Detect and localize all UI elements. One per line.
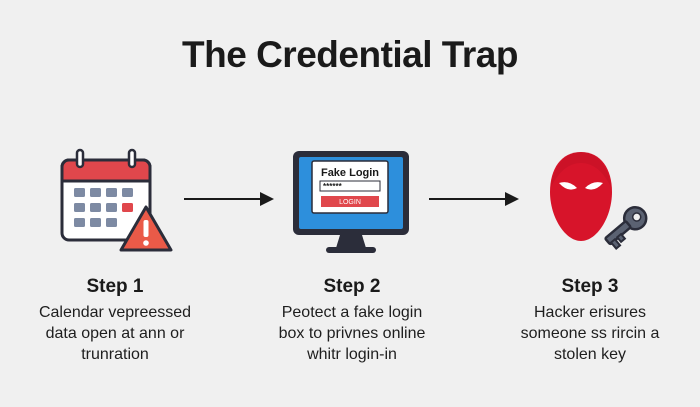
step-description: Hacker erisures someone ss rircin a stol… (490, 302, 690, 365)
step-3: Step 3 Hacker erisures someone ss rircin… (490, 276, 690, 365)
step-description: Calendar vepreessed data open at ann or … (15, 302, 215, 365)
step-description-line: Calendar vepreessed (38, 304, 192, 321)
arrow-right-icon (429, 192, 519, 206)
step-description-line: trunration (81, 346, 149, 363)
step-title: Step 3 (561, 276, 619, 297)
step-description-line: stolen key (553, 346, 627, 363)
login-title: Fake Login (321, 167, 379, 179)
calendar-icon (60, 148, 152, 242)
hacker-mask-icon (550, 152, 612, 241)
step-1: Step 1 Calendar vepreessed data open at … (15, 276, 215, 365)
login-button: LOGIN (339, 199, 361, 206)
step-description-line: someone ss rircin a (520, 325, 660, 342)
login-password-field: ****** (323, 182, 343, 191)
monitor-icon: Fake Login ****** LOGIN (293, 151, 409, 253)
page-title: The Credential Trap (182, 34, 518, 75)
step-title: Step 2 (323, 276, 381, 297)
warning-icon (119, 205, 173, 252)
step-2: Step 2 Peotect a fake login box to privn… (252, 276, 452, 365)
arrow-right-icon (184, 192, 274, 206)
step-description: Peotect a fake login box to privnes onli… (252, 302, 452, 365)
step-description-line: box to privnes online (278, 325, 426, 342)
step-title: Step 1 (86, 276, 144, 297)
fake-login-box: Fake Login ****** LOGIN (311, 160, 389, 214)
step-description-line: data open at ann or (45, 325, 185, 342)
step-description-line: Peotect a fake login (281, 304, 423, 321)
step-description-line: whitr login-in (307, 346, 397, 363)
key-icon (604, 206, 648, 250)
step-description-line: Hacker erisures (533, 304, 647, 321)
